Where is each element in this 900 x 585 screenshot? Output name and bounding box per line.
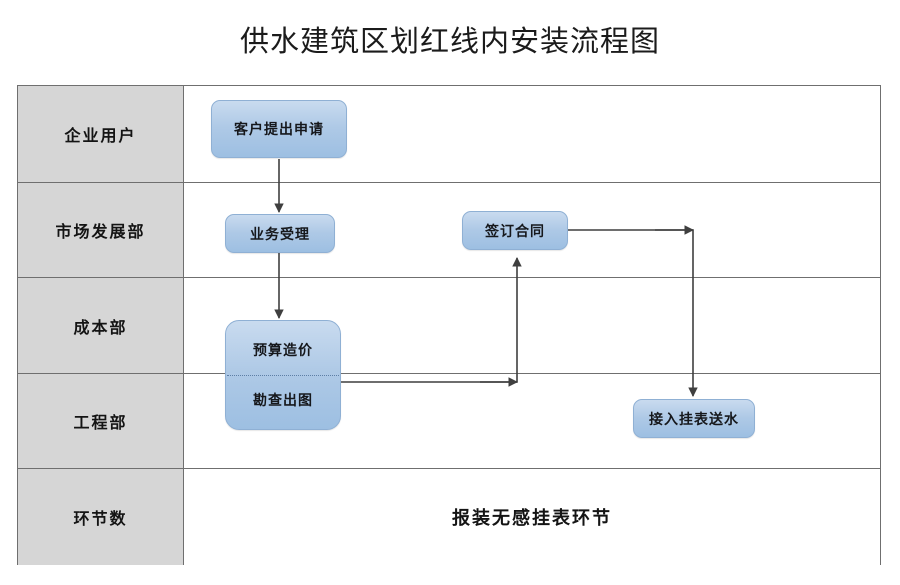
node-sign-contract-label: 签订合同	[485, 224, 545, 240]
node-survey-label: 勘查出图	[253, 394, 313, 409]
swimlane-table: 企业用户 市场发展部 成本部 工程部 环节数 报装无感挂表环节	[17, 85, 881, 565]
lane-row-step-count: 环节数 报装无感挂表环节	[18, 469, 880, 565]
lane-label-engineering-department: 工程部	[18, 374, 184, 468]
node-connect-meter-supply[interactable]: 接入挂表送水	[633, 399, 755, 438]
node-connect-meter-supply-label: 接入挂表送水	[649, 412, 739, 428]
node-business-acceptance-label: 业务受理	[250, 227, 310, 243]
node-customer-apply[interactable]: 客户提出申请	[211, 100, 347, 158]
summary-text: 报装无感挂表环节	[452, 508, 612, 528]
lane-row-market-development: 市场发展部	[18, 183, 880, 278]
node-internal-divider	[227, 375, 339, 376]
lane-label-enterprise-user: 企业用户	[18, 86, 184, 182]
node-business-acceptance[interactable]: 业务受理	[225, 214, 335, 253]
lane-row-cost-department: 成本部	[18, 278, 880, 374]
page-title: 供水建筑区划红线内安装流程图	[239, 26, 660, 58]
node-survey-segment[interactable]: 勘查出图	[226, 375, 340, 425]
lane-row-enterprise-user: 企业用户	[18, 86, 880, 183]
node-budget-and-survey[interactable]: 预算造价 勘查出图	[225, 320, 341, 430]
node-budget-label: 预算造价	[253, 344, 313, 359]
lane-label-step-count: 环节数	[18, 469, 184, 565]
node-customer-apply-label: 客户提出申请	[234, 123, 324, 138]
lane-label-market-development: 市场发展部	[18, 183, 184, 277]
lane-body-step-count: 报装无感挂表环节	[184, 469, 880, 565]
lane-label-cost-department: 成本部	[18, 278, 184, 373]
node-budget-segment[interactable]: 预算造价	[226, 325, 340, 375]
node-sign-contract[interactable]: 签订合同	[462, 211, 568, 250]
